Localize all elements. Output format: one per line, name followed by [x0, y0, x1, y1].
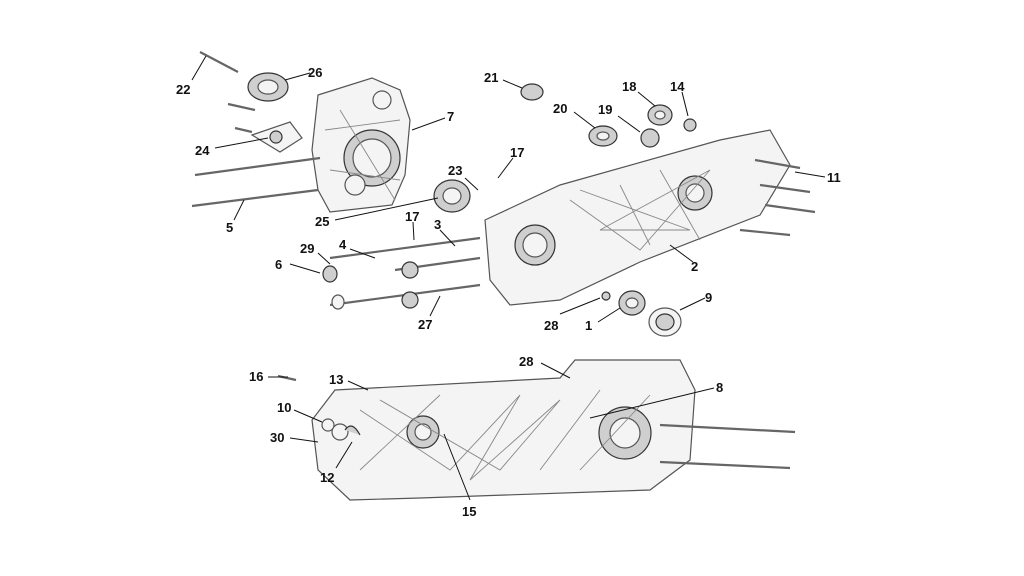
bearing-26 — [247, 72, 289, 102]
callout-28: 28 — [544, 318, 558, 333]
callout-3: 3 — [434, 217, 441, 232]
bearing-25 — [433, 179, 471, 213]
callout-20: 20 — [553, 101, 567, 116]
dowel-28 — [601, 291, 611, 301]
callout-13: 13 — [329, 372, 343, 387]
callout-30: 30 — [270, 430, 284, 445]
callout-29: 29 — [300, 241, 314, 256]
cover-plate-24 — [250, 121, 303, 153]
callout-28: 28 — [519, 354, 533, 369]
leader-lines — [191, 55, 826, 501]
callout-15: 15 — [462, 504, 476, 519]
callout-17: 17 — [510, 145, 524, 160]
seal-19 — [640, 128, 660, 148]
callout-22: 22 — [176, 82, 190, 97]
bolts-11 — [739, 158, 816, 237]
bearing-1 — [618, 290, 646, 316]
callout-12: 12 — [320, 470, 334, 485]
callout-19: 19 — [598, 102, 612, 117]
seal-9 — [648, 307, 682, 337]
callout-1: 1 — [585, 318, 592, 333]
callout-5: 5 — [226, 220, 233, 235]
bearing-20 — [588, 125, 618, 147]
callout-18: 18 — [622, 79, 636, 94]
callout-17: 17 — [405, 209, 419, 224]
callout-9: 9 — [705, 290, 712, 305]
callout-4: 4 — [339, 237, 347, 252]
callout-21: 21 — [484, 70, 498, 85]
callout-24: 24 — [195, 143, 210, 158]
callout-8: 8 — [716, 380, 723, 395]
studs-3-4 — [322, 236, 481, 310]
nut-14 — [683, 118, 697, 132]
callout-14: 14 — [670, 79, 685, 94]
callout-27: 27 — [418, 317, 432, 332]
bolt-22 — [199, 51, 256, 134]
stud-bolts-5 — [191, 156, 321, 208]
callout-11: 11 — [827, 170, 841, 185]
callout-25: 25 — [315, 214, 329, 229]
callout-7: 7 — [447, 109, 454, 124]
callout-26: 26 — [308, 65, 322, 80]
callout-23: 23 — [448, 163, 462, 178]
right-crankcase-half — [484, 129, 791, 306]
callout-2: 2 — [691, 259, 698, 274]
callout-10: 10 — [277, 400, 291, 415]
left-crankcase-half — [311, 77, 411, 213]
callout-6: 6 — [275, 257, 282, 272]
callout-16: 16 — [249, 369, 263, 384]
bearing-18 — [647, 104, 673, 126]
lower-crankcase-assembly — [311, 359, 796, 501]
bearing-21 — [520, 83, 544, 101]
